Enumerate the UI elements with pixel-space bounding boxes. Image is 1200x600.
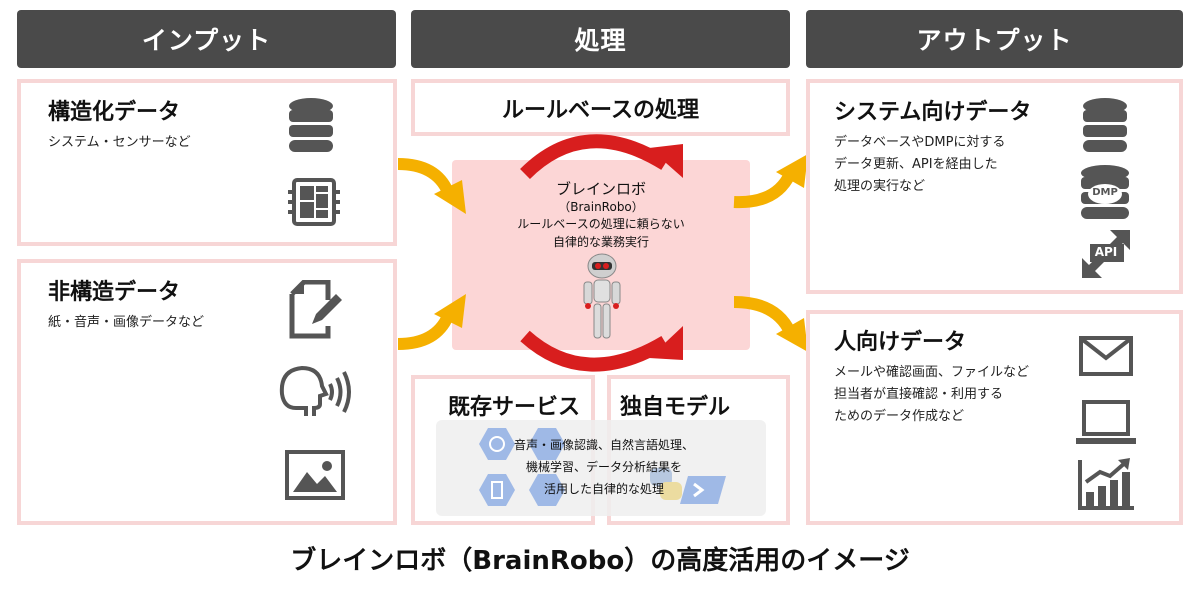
powershell-icon xyxy=(680,476,726,504)
dmp-label: DMP xyxy=(1092,187,1118,198)
services-desc-2: 機械学習、データ分析結果を xyxy=(525,460,682,474)
brainrobo-en: （BrainRobo） xyxy=(558,200,644,214)
unstructured-data-title: 非構造データ xyxy=(48,280,181,305)
arrow-unstructured-to-brain xyxy=(397,294,466,350)
rule-based-title: ルールベースの処理 xyxy=(502,98,699,123)
system-data-line-2: データ更新、APIを経由した xyxy=(834,157,998,172)
diagram-caption: ブレインロボ（BrainRobo）の高度活用のイメージ xyxy=(290,546,910,576)
cycle-arrow-top xyxy=(520,134,683,180)
brainrobo-name: ブレインロボ xyxy=(555,180,646,198)
human-data-line-2: 担当者が直接確認・利用する xyxy=(834,387,1004,402)
own-model-title: 独自モデル xyxy=(620,395,731,420)
structured-data-box xyxy=(17,79,397,246)
gear-hex-icon xyxy=(529,474,565,506)
arrow-structured-to-brain xyxy=(397,158,466,214)
voice-head-icon xyxy=(279,365,351,416)
structured-data-title: 構造化データ xyxy=(48,100,181,125)
existing-services-title: 既存サービス xyxy=(448,395,581,420)
system-data-title: システム向けデータ xyxy=(834,100,1032,125)
header-output: アウトプット xyxy=(806,10,1183,68)
database-icon xyxy=(1083,98,1127,152)
document-hex-icon xyxy=(479,474,515,506)
rule-based-box xyxy=(411,79,790,136)
human-data-line-1: メールや確認画面、ファイルなど xyxy=(834,365,1030,380)
brain-hex-icon xyxy=(479,428,515,460)
chip-hex-icon xyxy=(529,428,565,460)
brainrobo-desc-2: 自律的な業務実行 xyxy=(552,235,649,249)
services-desc-1: 音声・画像認識、自然言語処理、 xyxy=(513,438,694,452)
structured-data-sub: システム・センサーなど xyxy=(48,135,191,150)
header-input: インプット xyxy=(17,10,396,68)
arrow-brain-to-system xyxy=(733,154,808,209)
unstructured-data-sub: 紙・音声・画像データなど xyxy=(48,315,205,330)
document-edit-icon xyxy=(289,280,342,339)
human-data-title: 人向けデータ xyxy=(834,330,967,355)
dmp-database-icon xyxy=(1081,165,1129,219)
api-label: API xyxy=(1094,245,1118,259)
laptop-icon xyxy=(1076,400,1136,444)
cycle-arrow-bottom xyxy=(520,326,683,372)
chart-icon xyxy=(1078,458,1134,510)
header-process: 処理 xyxy=(411,10,790,68)
robot-figure xyxy=(583,253,621,339)
chip-icon xyxy=(288,178,340,226)
system-data-line-3: 処理の実行など xyxy=(834,179,926,194)
database-icon xyxy=(289,98,333,152)
mail-icon xyxy=(1079,336,1133,376)
system-data-line-1: データベースやDMPに対する xyxy=(834,135,1006,150)
services-desc-3: 活用した自律的な処理 xyxy=(543,482,664,496)
image-icon xyxy=(285,450,345,500)
python-logo-icon xyxy=(650,468,682,500)
brainrobo-desc-1: ルールベースの処理に頼らない xyxy=(517,217,685,231)
api-arrows-icon xyxy=(1082,230,1130,278)
human-data-line-3: ためのデータ作成など xyxy=(834,409,965,424)
arrow-brain-to-human xyxy=(733,296,808,352)
